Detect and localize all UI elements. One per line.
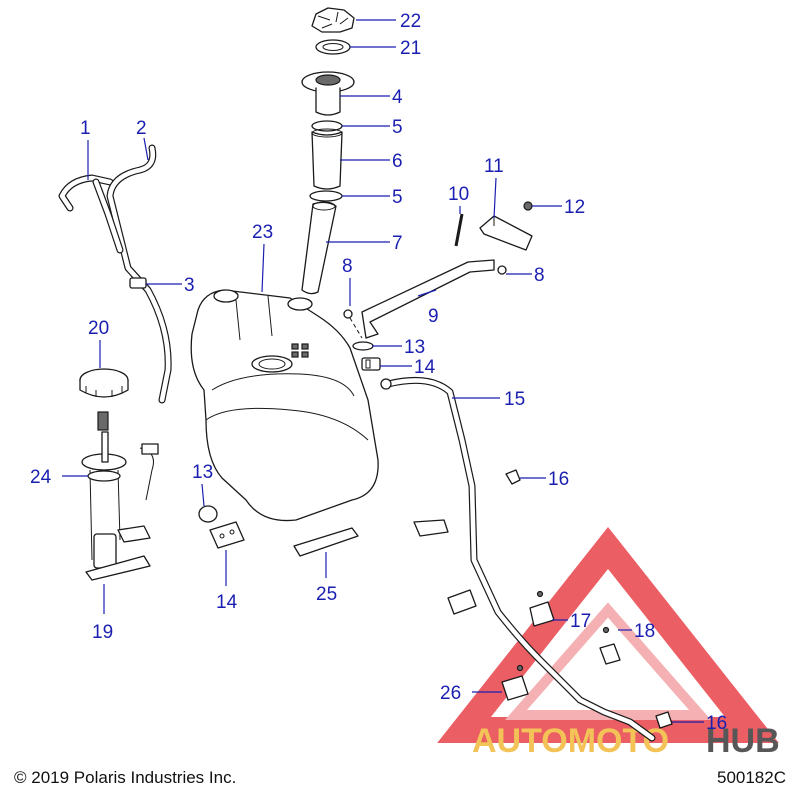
callout-8-right: 8 xyxy=(534,265,545,286)
part-oring-lower xyxy=(198,505,218,523)
callout-4: 4 xyxy=(392,87,403,108)
part-filler-neck xyxy=(301,71,355,116)
callout-25: 25 xyxy=(316,584,337,605)
callout-20: 20 xyxy=(88,318,109,339)
callout-14-upper: 14 xyxy=(414,357,436,378)
part-line-clip-a xyxy=(413,519,449,537)
watermark-triangle-outer xyxy=(437,527,779,743)
part-vent-line-2 xyxy=(92,144,172,404)
callout-26: 26 xyxy=(440,683,461,704)
callout-16-lower: 16 xyxy=(706,713,727,734)
callout-8-left: 8 xyxy=(342,256,353,277)
part-connector-upper xyxy=(505,469,521,485)
callout-13-upper: 13 xyxy=(404,337,425,358)
part-tank-pad xyxy=(293,527,359,557)
part-filler-hose xyxy=(311,128,343,190)
callout-19: 19 xyxy=(92,622,113,643)
part-strap-screw-left xyxy=(343,309,353,319)
part-filler-tube xyxy=(301,201,337,295)
callout-1: 1 xyxy=(80,118,91,139)
part-fuel-tank xyxy=(190,289,379,522)
part-oring-upper xyxy=(352,341,374,351)
part-vent-clip xyxy=(129,277,147,289)
part-fuel-cap xyxy=(311,7,355,33)
callout-9: 9 xyxy=(428,306,439,327)
part-clip-26 xyxy=(501,664,529,701)
part-fitting-upper xyxy=(361,357,381,371)
callout-13-lower: 13 xyxy=(192,462,213,483)
copyright-text: © 2019 Polaris Industries Inc. xyxy=(14,768,236,787)
diagram-code: 500182C xyxy=(717,768,786,787)
callout-11: 11 xyxy=(484,156,504,177)
part-lock-ring xyxy=(79,368,129,398)
part-strap-bolt xyxy=(454,213,464,247)
part-tank-strap xyxy=(361,259,495,339)
part-hose-clamp-lower xyxy=(309,190,343,202)
callout-15: 15 xyxy=(504,389,525,410)
callout-22: 22 xyxy=(400,11,421,32)
callout-7: 7 xyxy=(392,233,403,254)
part-cap-gasket xyxy=(315,39,351,55)
part-strap-screw-right xyxy=(497,265,507,275)
callout-23: 23 xyxy=(252,222,273,243)
watermark-logo: AUTOMOTO HUB xyxy=(437,527,780,760)
callout-labels: 1 2 3 4 5 5 6 7 8 8 9 10 11 12 13 13 14 … xyxy=(30,11,727,734)
callout-3: 3 xyxy=(184,275,195,296)
part-strap-bracket xyxy=(479,215,533,251)
callout-18: 18 xyxy=(634,621,655,642)
callout-14-lower: 14 xyxy=(216,592,238,613)
leader-lines xyxy=(62,19,704,723)
part-clip-17 xyxy=(529,590,555,627)
strap-alignment-line xyxy=(349,317,363,339)
callout-5-lower: 5 xyxy=(392,187,403,208)
callout-6: 6 xyxy=(392,151,403,172)
callout-2: 2 xyxy=(136,118,147,139)
callout-5-upper: 5 xyxy=(392,117,403,138)
part-pad xyxy=(209,521,245,549)
callout-12: 12 xyxy=(564,197,585,218)
part-fuel-line xyxy=(380,376,656,742)
callout-10: 10 xyxy=(448,184,469,205)
part-pump-seal xyxy=(87,470,121,482)
part-fuel-pump xyxy=(81,411,159,581)
part-vent-line-1 xyxy=(58,174,114,212)
callout-16-upper: 16 xyxy=(548,469,569,490)
part-connector-lower xyxy=(655,711,673,729)
watermark-brand-part2: HUB xyxy=(706,722,780,760)
callout-21: 21 xyxy=(400,38,421,59)
part-clip-18 xyxy=(599,626,621,665)
part-line-clip-b xyxy=(447,589,477,615)
part-bracket-nut xyxy=(523,201,533,211)
callout-24: 24 xyxy=(30,467,52,488)
callout-17: 17 xyxy=(570,611,591,632)
